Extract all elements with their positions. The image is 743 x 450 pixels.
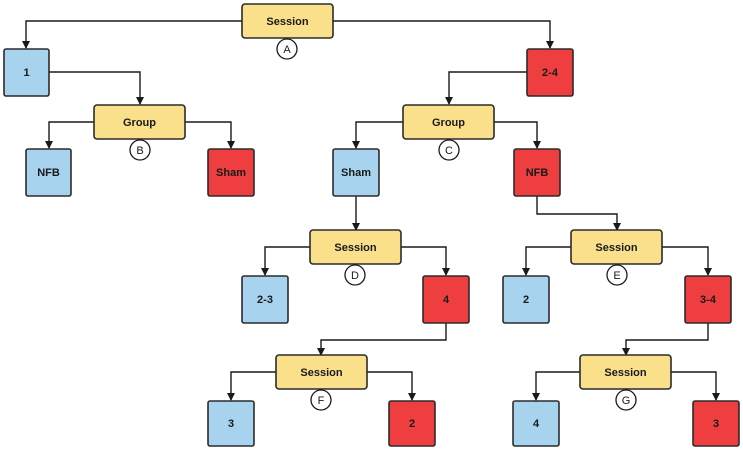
session-node-g: Session bbox=[579, 354, 672, 390]
session-node-root: Session bbox=[241, 3, 334, 39]
badge-g: G bbox=[615, 389, 637, 411]
leaf-node-4-d: 4 bbox=[422, 275, 470, 324]
leaf-node-nfb-c: NFB bbox=[513, 148, 561, 197]
edge-group-b-to-sham bbox=[185, 121, 235, 149]
badge-e: E bbox=[606, 264, 628, 286]
badge-a-label: A bbox=[283, 44, 291, 56]
edge-session-f-to-2 bbox=[367, 371, 416, 401]
session-node-root-label: Session bbox=[266, 16, 308, 28]
leaf-node-3-f-label: 3 bbox=[228, 418, 234, 430]
edge-group-b-to-nfb bbox=[45, 121, 94, 149]
badge-d: D bbox=[344, 264, 366, 286]
leaf-node-4-g-label: 4 bbox=[533, 418, 540, 430]
leaf-node-4-g: 4 bbox=[512, 400, 560, 447]
leaf-node-3-f: 3 bbox=[207, 400, 255, 447]
leaf-node-nfb-b-label: NFB bbox=[37, 167, 60, 179]
group-node-b: Group bbox=[93, 104, 186, 140]
badge-e-label: E bbox=[613, 270, 620, 282]
edge-2-4-to-group-c bbox=[445, 71, 527, 105]
badge-c: C bbox=[438, 139, 460, 161]
edge-session-f-to-3 bbox=[227, 371, 276, 401]
session-node-d-label: Session bbox=[334, 242, 376, 254]
leaf-node-1-label: 1 bbox=[23, 67, 29, 79]
badge-f: F bbox=[310, 389, 332, 411]
badge-g-label: G bbox=[622, 395, 631, 407]
edge-session-g-to-4 bbox=[532, 371, 580, 401]
leaf-node-sham-c: Sham bbox=[332, 148, 380, 197]
group-node-c-label: Group bbox=[432, 117, 465, 129]
edge-session-d-to-2-3 bbox=[261, 246, 310, 276]
edge-nfb-to-session-e bbox=[536, 196, 621, 231]
session-node-g-label: Session bbox=[604, 367, 646, 379]
leaf-node-2-4: 2-4 bbox=[526, 48, 574, 97]
leaf-node-2-4-label: 2-4 bbox=[542, 67, 559, 79]
leaf-node-4-d-label: 4 bbox=[443, 294, 450, 306]
leaf-node-2-e: 2 bbox=[502, 275, 550, 324]
edge-4-to-session-f bbox=[317, 323, 447, 356]
session-node-e: Session bbox=[570, 229, 663, 265]
leaf-node-3-g-label: 3 bbox=[713, 418, 719, 430]
edge-session-to-2-4 bbox=[333, 20, 554, 49]
leaf-node-sham-b: Sham bbox=[207, 148, 255, 197]
session-node-e-label: Session bbox=[595, 242, 637, 254]
badge-b-label: B bbox=[136, 145, 143, 157]
leaf-node-sham-b-label: Sham bbox=[216, 167, 246, 179]
edge-session-e-to-3-4 bbox=[662, 246, 712, 276]
leaf-node-1: 1 bbox=[3, 48, 50, 97]
session-node-f-label: Session bbox=[300, 367, 342, 379]
leaf-node-nfb-c-label: NFB bbox=[526, 167, 549, 179]
leaf-node-2-3: 2-3 bbox=[241, 275, 289, 324]
leaf-node-2-3-label: 2-3 bbox=[257, 294, 273, 306]
leaf-node-3-4: 3-4 bbox=[684, 275, 732, 324]
leaf-node-2-f-label: 2 bbox=[409, 418, 415, 430]
edge-session-d-to-4 bbox=[401, 246, 450, 276]
leaf-node-sham-c-label: Sham bbox=[341, 167, 371, 179]
leaf-node-3-g: 3 bbox=[692, 400, 740, 447]
edge-1-to-group-b bbox=[49, 71, 144, 105]
group-node-c: Group bbox=[402, 104, 495, 140]
edge-session-to-1 bbox=[22, 20, 242, 49]
leaf-node-2-f: 2 bbox=[388, 400, 436, 447]
edge-session-e-to-2 bbox=[522, 246, 571, 276]
leaf-node-2-e-label: 2 bbox=[523, 294, 529, 306]
group-node-b-label: Group bbox=[123, 117, 156, 129]
connectors bbox=[22, 20, 720, 401]
badge-d-label: D bbox=[351, 270, 359, 282]
session-node-f: Session bbox=[275, 354, 368, 390]
badge-f-label: F bbox=[318, 395, 325, 407]
edge-group-c-to-nfb bbox=[494, 121, 541, 149]
leaf-node-3-4-label: 3-4 bbox=[700, 294, 717, 306]
badge-c-label: C bbox=[445, 145, 453, 157]
badge-a: A bbox=[276, 38, 298, 60]
leaf-node-nfb-b: NFB bbox=[25, 148, 72, 197]
badge-b: B bbox=[129, 139, 151, 161]
edge-session-g-to-3 bbox=[671, 371, 720, 401]
edge-3-4-to-session-g bbox=[622, 323, 709, 356]
session-node-d: Session bbox=[309, 229, 402, 265]
edge-group-c-to-sham bbox=[352, 121, 403, 149]
